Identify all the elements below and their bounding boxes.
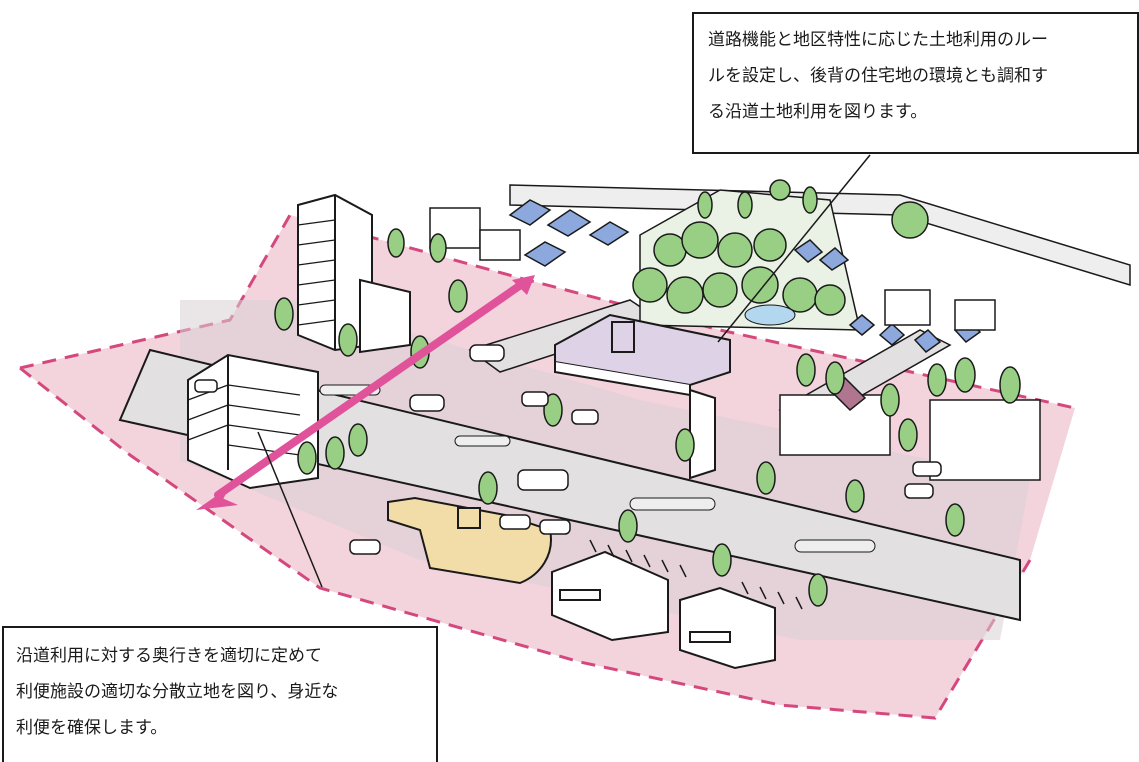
center-building — [554, 313, 731, 480]
parking-lines — [589, 539, 803, 610]
apartment-building — [297, 193, 411, 354]
callout-text-line: 沿道利用に対する奥行きを適切に定めて — [16, 646, 322, 666]
leader-line-top — [717, 154, 871, 343]
callout-text-line: 利便を確保します。 — [16, 718, 168, 738]
callout-text-line: 道路機能と地区特性に応じた土地利用のルー — [708, 30, 1048, 50]
apartment-building — [187, 353, 319, 490]
park-trees — [632, 179, 929, 316]
callout-text-line: ルを設定し、後背の住宅地の環境とも調和す — [708, 66, 1048, 86]
shop-building — [551, 550, 776, 670]
median — [454, 435, 511, 447]
callout-text-line: 利便施設の適切な分散立地を図り、身近な — [16, 682, 339, 702]
cars — [194, 344, 942, 555]
median — [629, 497, 716, 511]
pond — [744, 304, 796, 326]
callout-land-use-rules: 道路機能と地区特性に応じた土地利用のルー ルを設定し、後背の住宅地の環境とも調和… — [692, 12, 1139, 154]
houses — [429, 199, 1041, 481]
main-road — [118, 348, 1021, 622]
callout-text-line: る沿道土地利用を図ります。 — [708, 102, 928, 122]
roadside-zone-border — [19, 213, 1076, 720]
median — [794, 539, 876, 553]
callout-convenience-facilities: 沿道利用に対する奥行きを適切に定めて 利便施設の適切な分散立地を図り、身近な 利… — [2, 626, 438, 762]
leader-line-bottom — [257, 431, 323, 588]
